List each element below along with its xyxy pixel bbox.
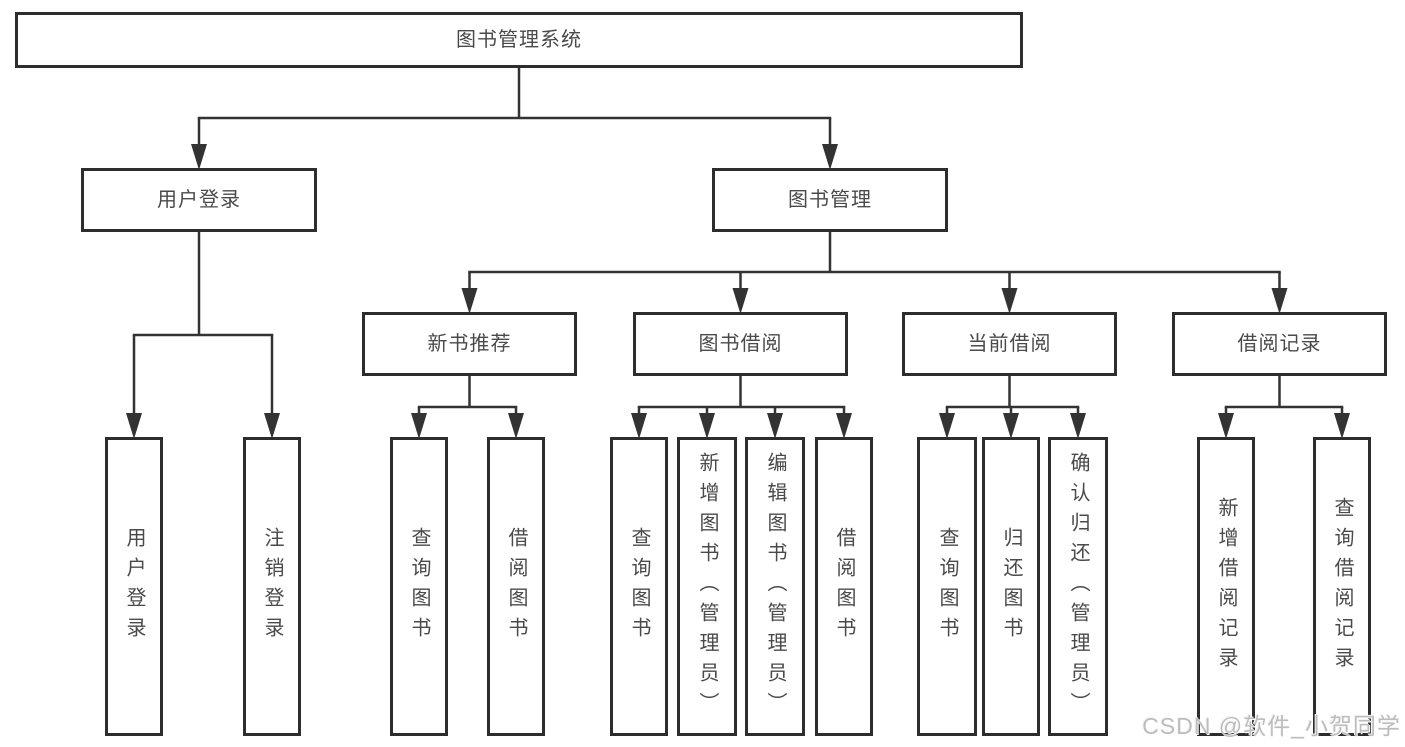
arrowhead xyxy=(126,413,142,439)
node-label: 注销登录 xyxy=(261,526,283,647)
node-label: 新书推荐 xyxy=(427,333,512,355)
node-leaf-r-query: 查询借阅记录 xyxy=(1313,437,1371,736)
node-label: 新增图书（管理员） xyxy=(696,451,718,722)
node-current: 当前借阅 xyxy=(902,312,1117,376)
node-leaf-logout: 注销登录 xyxy=(243,437,301,736)
node-login: 用户登录 xyxy=(81,168,317,232)
node-leaf-rec-borrow: 借阅图书 xyxy=(487,437,545,736)
node-leaf-user-login: 用户登录 xyxy=(105,437,163,736)
arrowhead xyxy=(508,413,524,439)
node-label: 确认归还（管理员） xyxy=(1067,451,1089,722)
node-leaf-rec-query: 查询图书 xyxy=(390,437,448,736)
node-label: 查询借阅记录 xyxy=(1331,496,1353,677)
node-leaf-c-query: 查询图书 xyxy=(917,437,977,736)
node-label: 图书借阅 xyxy=(698,333,783,355)
node-label: 编辑图书（管理员） xyxy=(764,451,786,722)
node-leaf-b-borrow: 借阅图书 xyxy=(815,437,873,736)
arrowhead xyxy=(836,413,852,439)
arrowhead xyxy=(822,144,838,170)
node-label: 查询图书 xyxy=(408,526,430,647)
arrowhead xyxy=(699,413,715,439)
node-label: 借阅图书 xyxy=(833,526,855,647)
arrowhead xyxy=(1001,288,1018,314)
arrowhead xyxy=(1271,288,1288,314)
arrowhead xyxy=(264,413,280,439)
node-label: 当前借阅 xyxy=(967,333,1052,355)
arrowhead xyxy=(1334,413,1350,439)
node-records: 借阅记录 xyxy=(1172,312,1387,376)
node-leaf-b-query: 查询图书 xyxy=(610,437,668,736)
arrowhead xyxy=(191,144,207,170)
node-root: 图书管理系统 xyxy=(15,12,1023,68)
node-leaf-b-add: 新增图书（管理员） xyxy=(677,437,737,736)
csdn-watermark: CSDN @软件_小贺同学 xyxy=(1142,713,1401,739)
arrowhead xyxy=(631,413,647,439)
node-leaf-c-return: 归还图书 xyxy=(982,437,1040,736)
arrowhead xyxy=(732,288,749,314)
node-label: 查询图书 xyxy=(936,526,958,647)
node-label: 新增借阅记录 xyxy=(1215,496,1237,677)
node-label: 图书管理系统 xyxy=(456,29,582,51)
node-label: 查询图书 xyxy=(628,526,650,647)
arrowhead xyxy=(767,413,783,439)
arrowhead xyxy=(939,413,955,439)
node-leaf-c-confirm: 确认归还（管理员） xyxy=(1048,437,1108,736)
arrowhead xyxy=(1070,413,1086,439)
node-label: 用户登录 xyxy=(157,189,241,211)
node-borrow: 图书借阅 xyxy=(633,312,848,376)
arrowhead xyxy=(411,413,427,439)
node-label: 用户登录 xyxy=(123,526,145,647)
node-label: 借阅记录 xyxy=(1237,333,1322,355)
node-mgmt: 图书管理 xyxy=(712,168,948,232)
node-leaf-r-add: 新增借阅记录 xyxy=(1197,437,1255,736)
node-label: 图书管理 xyxy=(788,189,872,211)
arrowhead xyxy=(1218,413,1234,439)
node-leaf-b-edit: 编辑图书（管理员） xyxy=(745,437,805,736)
node-label: 借阅图书 xyxy=(505,526,527,647)
arrowhead xyxy=(1003,413,1019,439)
node-label: 归还图书 xyxy=(1000,526,1022,647)
arrowhead xyxy=(461,288,478,314)
node-rec: 新书推荐 xyxy=(362,312,577,376)
